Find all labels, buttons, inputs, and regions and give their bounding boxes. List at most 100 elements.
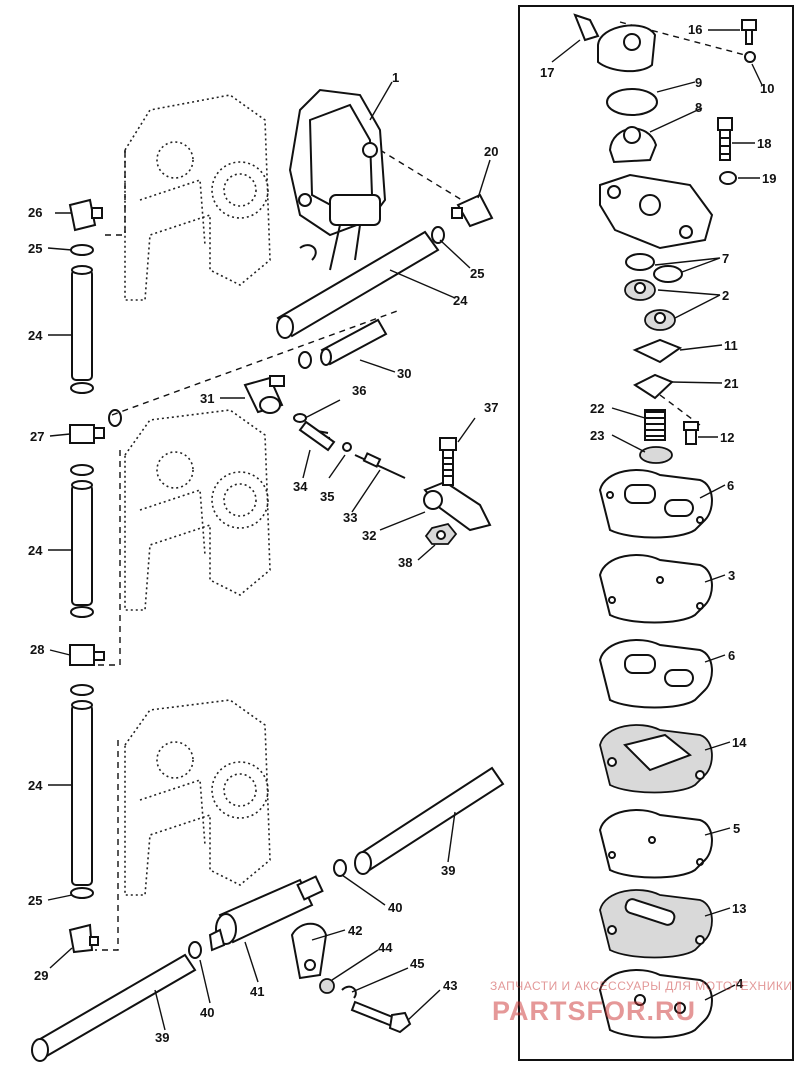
callout-33: 33 — [343, 510, 357, 525]
leader-lines — [47, 29, 763, 1031]
callout-6-upper: 6 — [727, 478, 734, 493]
callout-45: 45 — [410, 956, 424, 971]
plate-13 — [599, 889, 713, 959]
callout-7: 7 — [722, 251, 729, 266]
fuel-hose-left-top — [71, 265, 93, 381]
callout-2: 2 — [722, 288, 729, 303]
callout-6-lower: 6 — [728, 648, 735, 663]
diaphragm-3 — [598, 554, 713, 624]
callout-labels: 1 2 3 4 5 6 6 7 8 9 10 11 12 13 14 16 17… — [28, 22, 776, 1045]
callout-39-upper: 39 — [441, 863, 455, 878]
callout-26: 26 — [28, 205, 42, 220]
pump-body-cover — [599, 173, 714, 250]
callout-44: 44 — [378, 940, 393, 955]
callout-1: 1 — [392, 70, 399, 85]
spring-34 — [298, 420, 336, 452]
callout-35: 35 — [320, 489, 334, 504]
pump-cap-cover — [597, 24, 657, 73]
check-valve-8 — [608, 126, 658, 164]
filter-bracket-42 — [290, 922, 328, 980]
watermark-tagline: ЗАПЧАСТИ И АКСЕССУАРЫ ДЛЯ МОТОТЕХНИКИ — [490, 979, 792, 993]
callout-13: 13 — [732, 901, 746, 916]
bolt-37 — [439, 437, 457, 486]
o-ring-9 — [606, 88, 658, 116]
carburetor-bottom-outline — [124, 699, 271, 896]
fuel-hose-left-bottom — [71, 700, 93, 886]
callout-8: 8 — [695, 100, 702, 115]
callout-17: 17 — [540, 65, 554, 80]
needle-33 — [354, 452, 406, 479]
callout-36: 36 — [352, 383, 366, 398]
callout-10: 10 — [760, 81, 774, 96]
callout-24-left-top: 24 — [28, 328, 43, 343]
elbow-fitting-31 — [243, 375, 285, 414]
callout-3: 3 — [728, 568, 735, 583]
callout-37: 37 — [484, 400, 498, 415]
nut-38 — [424, 522, 458, 545]
fuel-hose-39-upper — [354, 766, 505, 875]
bolt-18 — [717, 117, 733, 161]
callout-4: 4 — [736, 976, 744, 991]
callout-41: 41 — [250, 984, 264, 999]
callout-14: 14 — [732, 735, 747, 750]
fuel-hose-30 — [320, 318, 388, 366]
valve-2-upper — [624, 279, 656, 301]
callout-20: 20 — [484, 144, 498, 159]
callout-25-left-bottom: 25 — [28, 893, 42, 908]
callout-28: 28 — [30, 642, 44, 657]
washer-44 — [319, 978, 335, 994]
o-ring-35 — [342, 442, 352, 452]
callout-42: 42 — [348, 923, 362, 938]
fuel-hose-24-diagonal — [276, 230, 440, 339]
callout-23: 23 — [590, 428, 604, 443]
callout-27: 27 — [30, 429, 44, 444]
callout-18: 18 — [757, 136, 771, 151]
fuel-pump-assembly — [288, 88, 387, 271]
callout-24-left-middle: 24 — [28, 543, 43, 558]
tee-fitting-28 — [69, 644, 105, 666]
callout-34: 34 — [293, 479, 308, 494]
gasket-6-lower — [598, 639, 713, 709]
o-ring-7-right — [653, 265, 683, 283]
callout-40-lower: 40 — [200, 1005, 214, 1020]
retainer-11 — [632, 338, 683, 364]
callout-11: 11 — [724, 338, 738, 353]
callout-24-top: 24 — [453, 293, 468, 308]
callout-29: 29 — [34, 968, 48, 983]
elbow-fitting-26 — [68, 198, 103, 232]
callout-40-right: 40 — [388, 900, 402, 915]
fuel-hose-left-middle — [71, 480, 93, 606]
washer-10 — [744, 51, 756, 63]
callout-5: 5 — [733, 821, 740, 836]
hose-clamps — [70, 226, 445, 959]
callout-9: 9 — [695, 75, 702, 90]
callout-32: 32 — [362, 528, 376, 543]
gasket-6-upper — [598, 469, 713, 539]
callout-24-left-bottom: 24 — [28, 778, 43, 793]
callout-38: 38 — [398, 555, 412, 570]
watermark: ЗАПЧАСТИ И АКСЕССУАРЫ ДЛЯ МОТОТЕХНИКИ PA… — [490, 979, 792, 1026]
callout-22: 22 — [590, 401, 604, 416]
callout-43: 43 — [443, 978, 457, 993]
callout-39-lower: 39 — [155, 1030, 169, 1045]
callout-25-center: 25 — [470, 266, 484, 281]
o-ring-7-left — [625, 253, 655, 271]
bolt-43 — [350, 1000, 412, 1034]
callout-19: 19 — [762, 171, 776, 186]
lockwasher-45 — [341, 985, 357, 999]
o-ring-36 — [293, 413, 307, 423]
screw-12 — [683, 421, 699, 445]
carburetor-top-outline — [124, 94, 271, 301]
callout-25-left-top: 25 — [28, 241, 42, 256]
valve-2-lower — [644, 309, 676, 331]
assembly-guide-lines — [95, 21, 746, 951]
plate-14 — [599, 724, 713, 794]
callout-21: 21 — [724, 376, 738, 391]
fitting-17 — [573, 13, 600, 42]
callout-30: 30 — [397, 366, 411, 381]
callout-12: 12 — [720, 430, 734, 445]
washer-19 — [719, 171, 737, 185]
fuel-hose-39-lower — [31, 953, 197, 1062]
fuel-pump-panel-frame — [518, 5, 794, 1061]
